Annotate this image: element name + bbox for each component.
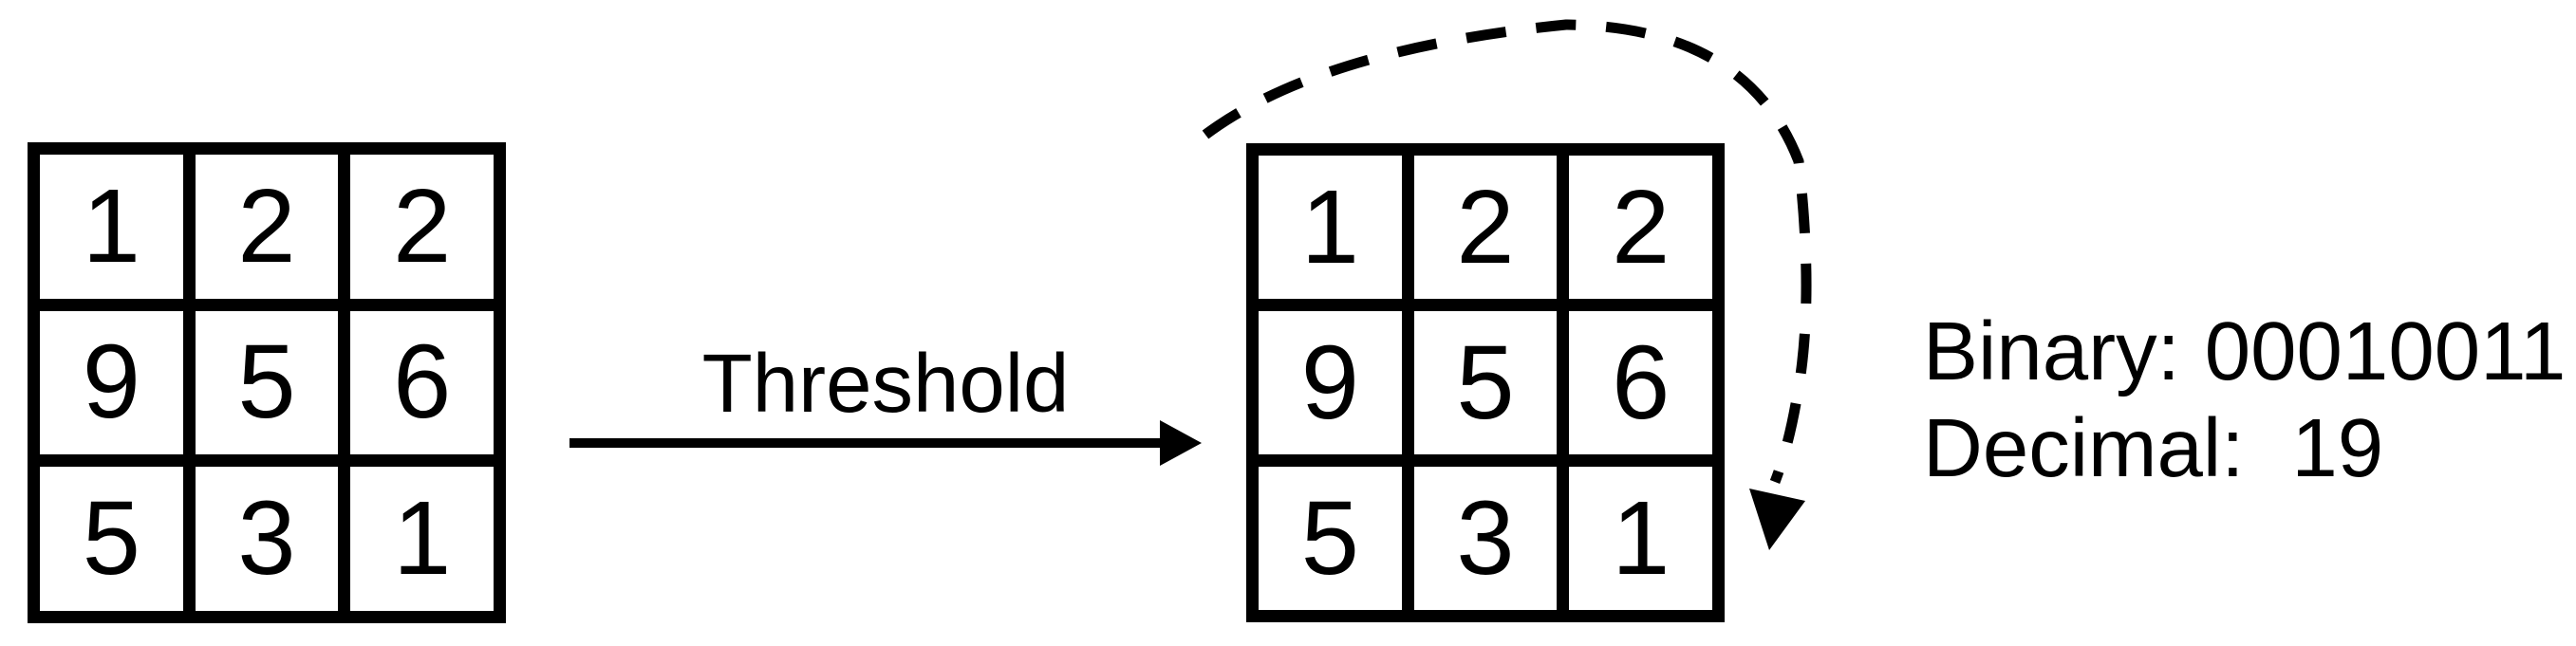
input-pixel-grid: 1 2 2 9 5 6 5 3 1 — [28, 142, 506, 623]
result-annotation: Binary: 00010011 Decimal: 19 — [1923, 304, 2566, 497]
output-pixel-grid: 1 2 2 9 5 6 5 3 1 — [1246, 143, 1725, 622]
grid-cell: 2 — [195, 155, 339, 299]
grid-cell: 2 — [1569, 156, 1712, 299]
binary-value: 00010011 — [2204, 305, 2567, 397]
grid-cell: 6 — [1569, 311, 1712, 454]
process-label: Threshold — [701, 338, 1070, 430]
grid-cell: 9 — [40, 310, 183, 455]
grid-cell: 9 — [1259, 311, 1402, 454]
grid-cell: 5 — [1259, 467, 1402, 610]
grid-cell: 2 — [1413, 156, 1558, 299]
grid-cell: 3 — [195, 467, 339, 611]
grid-cell: 5 — [40, 467, 183, 611]
grid-cell: 5 — [1413, 311, 1558, 454]
grid-cell: 1 — [1259, 156, 1402, 299]
decimal-line: Decimal: 19 — [1923, 400, 2566, 497]
grid-cell: 1 — [1569, 467, 1712, 610]
decimal-label: Decimal: — [1923, 402, 2245, 494]
grid-cell: 1 — [40, 155, 183, 299]
grid-cell: 5 — [195, 310, 339, 455]
threshold-arrow — [569, 420, 1202, 466]
grid-cell: 1 — [350, 467, 494, 611]
grid-cell: 6 — [350, 310, 494, 455]
bit-order-arrow — [1202, 19, 1812, 550]
decimal-value: 19 — [2291, 402, 2384, 494]
grid-cell: 2 — [350, 155, 494, 299]
binary-line: Binary: 00010011 — [1923, 304, 2566, 400]
binary-label: Binary: — [1923, 305, 2180, 397]
grid-cell: 3 — [1413, 467, 1558, 610]
